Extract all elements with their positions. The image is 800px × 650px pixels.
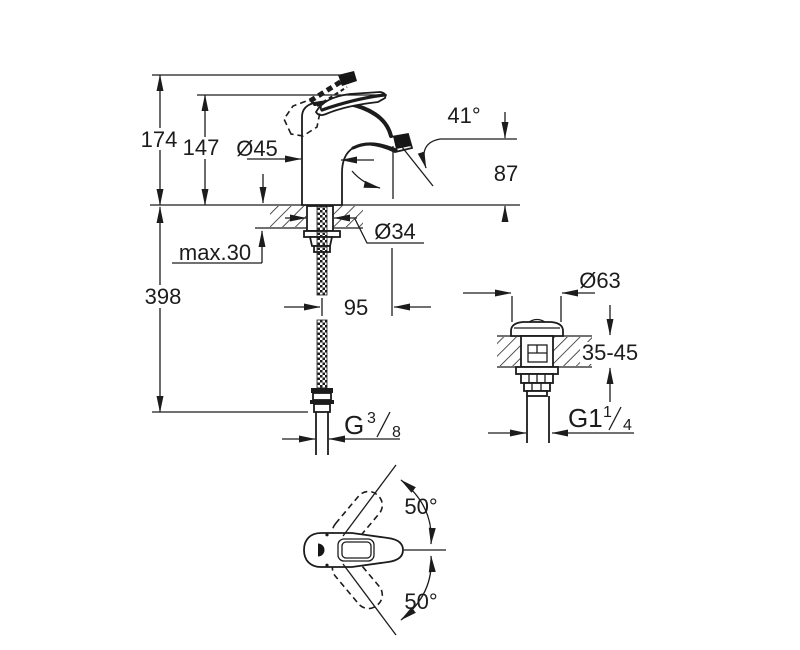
label-mask (137, 285, 189, 308)
dimension-398: 398 (137, 206, 308, 413)
label-mask (179, 137, 225, 159)
handle-recess-outer (337, 538, 375, 562)
angle-41-label: 41° (447, 103, 480, 128)
dimension-g38: G 3 8 (282, 410, 401, 443)
drain-flange (515, 366, 559, 375)
supply-hose (310, 319, 334, 455)
stream-arc (351, 170, 381, 189)
braided-hose (316, 319, 328, 389)
handle-cap-marker (318, 543, 325, 557)
dimension-max30: max.30 (172, 174, 267, 265)
g38-numerator: 3 (367, 410, 376, 427)
dimension-dia45: Ø45 (236, 136, 374, 164)
dim-95-label: 95 (344, 295, 368, 320)
drain-valve-view: Ø63 35-45 G1 1 4 (463, 268, 642, 443)
dim-398-label: 398 (145, 284, 182, 309)
dia-63-label: Ø63 (579, 268, 621, 293)
dimension-95: 95 (284, 295, 431, 320)
g114-prefix: G1 (568, 403, 603, 433)
dimension-angle41: 41° (351, 103, 517, 199)
angle-50-down-label: 50° (404, 589, 437, 614)
counter-hatch-left (270, 206, 307, 227)
counter-hatch-left (497, 337, 521, 366)
dimension-174: 174 (138, 74, 353, 206)
mounting-assembly (303, 205, 341, 296)
g114-denominator: 4 (623, 417, 632, 434)
counter-hatch-right (333, 206, 363, 227)
lever-raised-arm (308, 78, 344, 104)
g114-slash (608, 406, 622, 431)
angle-50-up-label: 50° (404, 494, 437, 519)
stream-line (397, 141, 434, 187)
drain-thread-collar (523, 382, 551, 392)
hose-connector-nut (313, 403, 331, 413)
dimension-dia63: Ø63 (463, 268, 621, 322)
swivel-arc-down (400, 555, 436, 621)
swivel-ray-down (342, 563, 397, 636)
handle-swivel-top-view: 50° 50° (303, 464, 446, 636)
dimension-147: 147 (179, 94, 387, 206)
lever-raised-arm-inner (316, 86, 348, 107)
dim-87-label: 87 (494, 161, 518, 186)
dia-45-label: Ø45 (236, 136, 278, 161)
spout-underside-shading (351, 142, 398, 152)
hose-connector-band-2 (310, 400, 334, 404)
aerator (393, 134, 411, 149)
handle-dot-bottom (325, 563, 329, 567)
swivel-ray-up (342, 464, 397, 537)
handle-dot-top (325, 533, 329, 537)
leader-arc (417, 138, 441, 169)
g38-slash (376, 411, 391, 438)
label-mask (580, 342, 642, 364)
dimension-dia34: Ø34 (285, 214, 424, 316)
dim-147-label: 147 (183, 135, 220, 160)
max-30-label: max.30 (179, 240, 251, 265)
swivel-arc-up (400, 479, 436, 545)
hose-connector-band-1 (311, 388, 333, 393)
leader-line (354, 218, 424, 244)
drain-cap (510, 321, 564, 337)
dimension-87: 87 (494, 112, 518, 223)
drain-valve-body (510, 318, 564, 443)
front-view: 174 147 Ø45 41° 87 (137, 71, 520, 455)
g38-denominator: 8 (392, 424, 401, 441)
g38-prefix: G (344, 410, 364, 440)
dimension-35-45: 35-45 (580, 305, 642, 402)
range-35-45-label: 35-45 (582, 340, 638, 365)
handle-recess-inner (341, 541, 372, 559)
drain-collar-small (526, 390, 548, 397)
g114-numerator: 1 (603, 404, 612, 421)
hose-connector-collar (312, 392, 332, 401)
drain-cap-dome (528, 318, 546, 323)
dimension-g114: G1 1 4 (488, 403, 634, 437)
dia-34-label: Ø34 (374, 219, 416, 244)
handle-top-outline (303, 532, 404, 568)
countertop-section (150, 204, 520, 229)
threaded-rod (316, 205, 328, 296)
label-mask (138, 128, 182, 150)
dim-174-label: 174 (141, 127, 178, 152)
